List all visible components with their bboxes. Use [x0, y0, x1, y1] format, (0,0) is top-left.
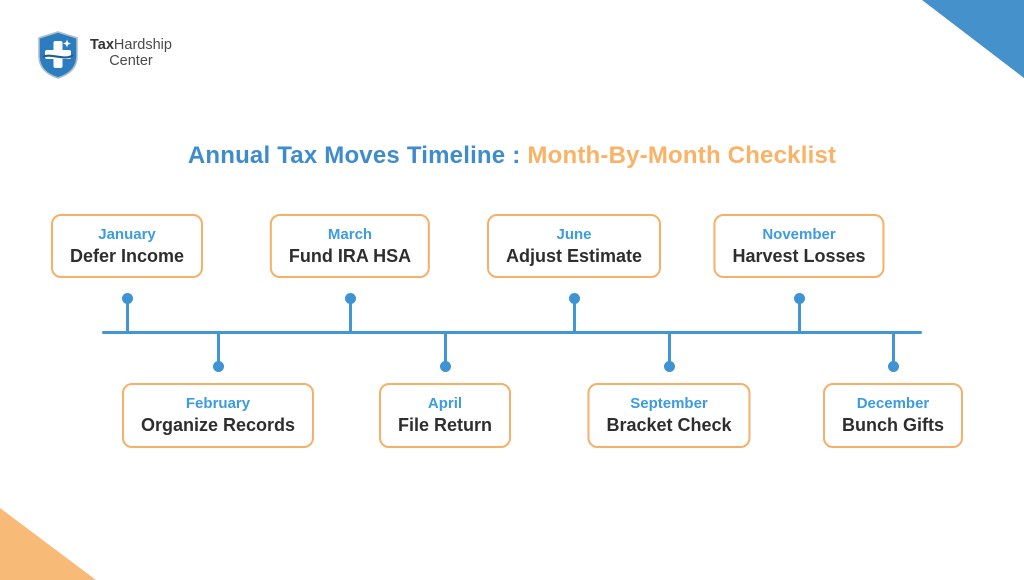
brand-name-bold: Tax	[90, 37, 114, 53]
task-label: Adjust Estimate	[505, 246, 643, 266]
timeline-dot	[212, 360, 224, 372]
shield-medical-cross-icon	[36, 31, 80, 84]
timeline-connector	[216, 332, 220, 366]
task-label: File Return	[397, 415, 493, 435]
page-title-orange-part: Month-By-Month Checklist	[527, 142, 837, 169]
month-label: December	[856, 395, 930, 412]
month-label: April	[427, 395, 463, 412]
timeline-connector	[667, 332, 671, 366]
task-label: Bracket Check	[606, 415, 732, 435]
page-title-blue-part: Annual Tax Moves Timeline :	[187, 142, 521, 169]
brand-name-regular: Hardship	[113, 37, 172, 53]
month-label: March	[327, 226, 373, 243]
timeline-connector	[891, 332, 895, 366]
timeline-dot	[887, 360, 899, 372]
brand-name-line2: Center	[109, 53, 153, 69]
task-label: Organize Records	[140, 415, 296, 435]
corner-triangle-top-right	[922, 0, 1024, 78]
task-label: Defer Income	[69, 246, 185, 266]
brand-name: TaxHardship Center	[90, 31, 172, 69]
brand-name-line1: TaxHardship	[90, 37, 172, 53]
timeline-connector	[348, 298, 352, 334]
timeline-dot	[439, 360, 451, 372]
month-label: November	[762, 226, 836, 243]
month-label: September	[630, 395, 708, 412]
brand-logo: TaxHardship Center	[36, 31, 172, 84]
month-label: January	[98, 226, 156, 243]
timeline-dot	[121, 292, 133, 304]
timeline-dot	[568, 292, 580, 304]
task-label: Bunch Gifts	[842, 415, 944, 435]
timeline-connector	[125, 298, 129, 334]
timeline-dot	[344, 292, 356, 304]
task-label: Fund IRA HSA	[288, 246, 412, 266]
corner-triangle-bottom-left	[0, 508, 96, 580]
month-label: February	[185, 395, 251, 412]
timeline-axis-line	[102, 331, 922, 334]
page-title: Annual Tax Moves Timeline :Month-By-Mont…	[0, 142, 1024, 170]
timeline-connector	[572, 298, 576, 334]
timeline-dot	[663, 360, 675, 372]
task-label: Harvest Losses	[732, 246, 866, 266]
month-label: June	[556, 226, 592, 243]
timeline-connector	[797, 298, 801, 334]
timeline-dot	[793, 292, 805, 304]
timeline-connector	[443, 332, 447, 366]
